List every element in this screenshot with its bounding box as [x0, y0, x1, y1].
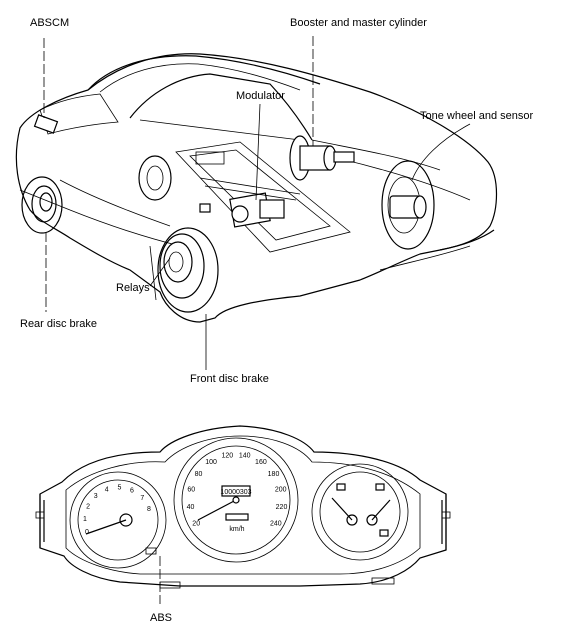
- speedo-tick-20: 20: [192, 521, 200, 528]
- booster-graphic: [289, 135, 355, 181]
- tacho-tick-8: 8: [147, 506, 151, 513]
- tacho-tick-2: 2: [86, 504, 90, 511]
- speedo-tick-40: 40: [187, 504, 195, 511]
- speedo-tick-180: 180: [268, 471, 280, 478]
- speedo-tick-160: 160: [255, 459, 267, 466]
- abs-warning-lamp: [145, 547, 157, 555]
- front-disc-label: Front disc brake: [190, 373, 269, 385]
- speedo-tick-100: 100: [205, 459, 217, 466]
- tacho-tick-1: 1: [83, 516, 87, 523]
- fuel-temp-gauges: [311, 463, 409, 561]
- odometer: 10000303: [220, 489, 251, 496]
- speedo-tick-80: 80: [195, 471, 203, 478]
- tachometer: 0 1 234 5 678: [69, 471, 167, 569]
- tone-wheel-graphic: [381, 160, 435, 250]
- speedo-tick-60: 60: [187, 487, 195, 494]
- booster-label: Booster and master cylinder: [290, 17, 427, 29]
- speedo-tick-220: 220: [276, 504, 288, 511]
- leader-lines-car: [43, 36, 471, 370]
- tacho-tick-7: 7: [140, 495, 144, 502]
- tacho-tick-0: 0: [85, 529, 89, 536]
- car-illustration: [15, 53, 498, 323]
- modulator-graphic: [195, 151, 301, 228]
- tone-wheel-label: Tone wheel and sensor: [420, 110, 534, 122]
- middle-wheel-graphic: [138, 155, 172, 201]
- tacho-tick-6: 6: [130, 488, 134, 495]
- abs-label: ABS: [150, 612, 173, 624]
- speed-unit: km/h: [229, 526, 244, 533]
- speedo-tick-120: 120: [221, 452, 233, 459]
- speedo-tick-200: 200: [275, 487, 287, 494]
- speedo-tick-240: 240: [270, 521, 282, 528]
- rear-disc-brake-graphic: [19, 176, 71, 234]
- speedo-tick-140: 140: [239, 452, 251, 459]
- relays-label: Relays: [116, 282, 150, 294]
- tacho-tick-4: 4: [105, 487, 109, 494]
- front-disc-brake-graphic: [149, 227, 219, 313]
- rear-disc-label: Rear disc brake: [20, 318, 98, 330]
- tacho-tick-3: 3: [94, 493, 98, 500]
- abscm-label: ABSCM: [30, 17, 70, 29]
- tacho-tick-5: 5: [117, 485, 121, 492]
- modulator-label: Modulator: [236, 90, 285, 102]
